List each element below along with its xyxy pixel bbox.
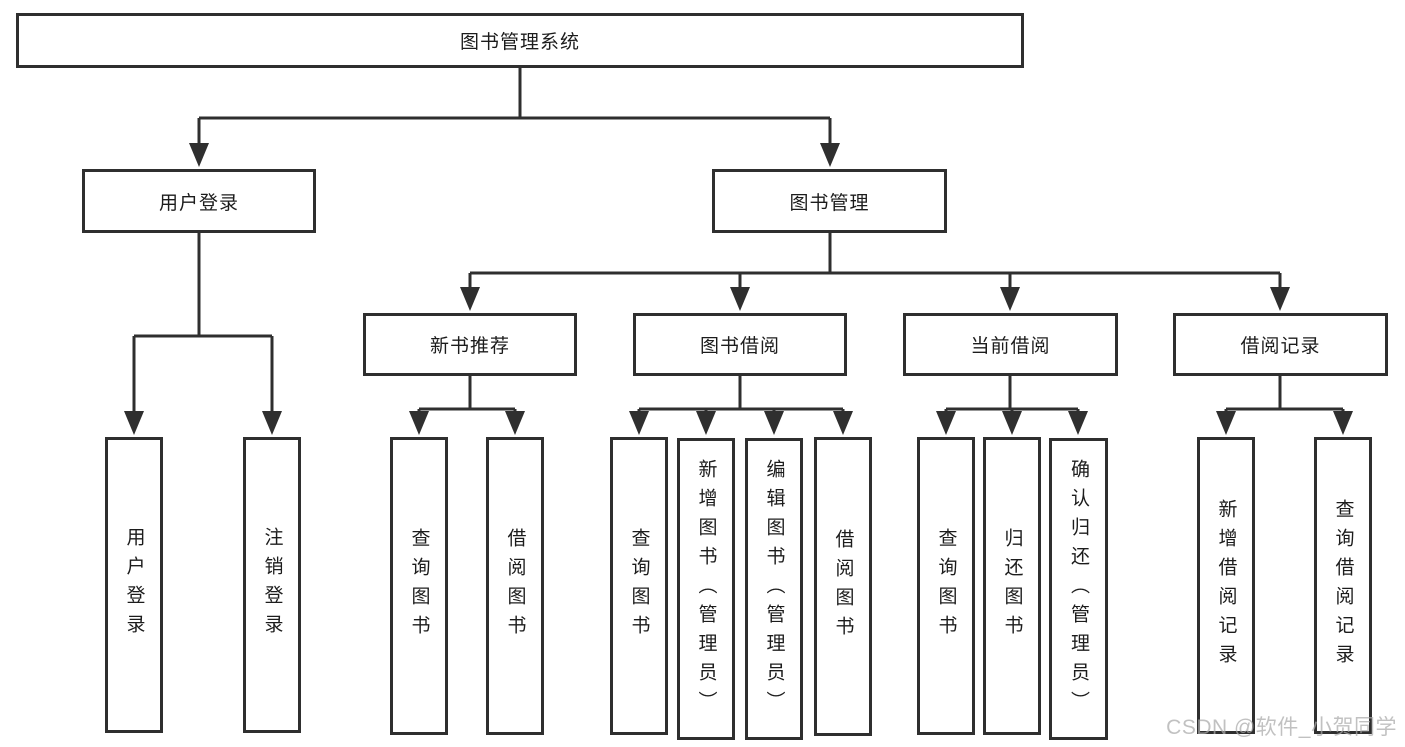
leaf-newrec-query-book: 查询图书 <box>390 437 448 735</box>
node-root-label: 图书管理系统 <box>459 32 580 53</box>
node-root-system: 图书管理系统 <box>16 13 1024 68</box>
node-user-login-label: 用户登录 <box>158 192 239 214</box>
leaf-current-query-book-label: 查询图书 <box>935 528 957 644</box>
leaf-record-query-record: 查询借阅记录 <box>1314 437 1372 734</box>
leaf-record-query-record-label: 查询借阅记录 <box>1332 498 1354 673</box>
node-book-management: 图书管理 <box>712 169 947 233</box>
leaf-borrow-query-book: 查询图书 <box>610 437 668 735</box>
leaf-current-query-book: 查询图书 <box>917 437 975 735</box>
leaf-borrow-edit-book-admin: 编辑图书（管理员） <box>745 438 803 740</box>
node-borrow-record: 借阅记录 <box>1173 313 1388 376</box>
leaf-logout-login: 注销登录 <box>243 437 301 733</box>
node-new-book-recommend: 新书推荐 <box>363 313 577 376</box>
leaf-logout-login-label: 注销登录 <box>261 527 283 643</box>
leaf-user-login-label: 用户登录 <box>123 527 145 643</box>
watermark: CSDN @软件_小贺同学 <box>1166 716 1397 739</box>
node-book-borrow-label: 图书借阅 <box>699 336 780 357</box>
leaf-user-login: 用户登录 <box>105 437 163 733</box>
leaf-record-add-record: 新增借阅记录 <box>1197 437 1255 734</box>
arrowheads <box>124 143 1353 435</box>
leaf-borrow-add-book-admin: 新增图书（管理员） <box>677 438 735 740</box>
leaf-borrow-query-book-label: 查询图书 <box>628 528 650 644</box>
node-book-borrow: 图书借阅 <box>633 313 847 376</box>
leaf-borrow-add-book-admin-label: 新增图书（管理员） <box>695 458 717 720</box>
leaf-newrec-borrow-book-label: 借阅图书 <box>504 528 526 644</box>
node-current-borrow-label: 当前借阅 <box>970 336 1051 357</box>
leaf-current-return-book-label: 归还图书 <box>1001 528 1023 644</box>
node-user-login: 用户登录 <box>82 169 316 233</box>
leaf-current-return-book: 归还图书 <box>983 437 1041 735</box>
node-borrow-record-label: 借阅记录 <box>1240 336 1321 357</box>
leaf-newrec-borrow-book: 借阅图书 <box>486 437 544 735</box>
node-book-management-label: 图书管理 <box>789 192 870 214</box>
leaf-record-add-record-label: 新增借阅记录 <box>1215 498 1237 673</box>
leaf-current-confirm-return-admin: 确认归还（管理员） <box>1049 438 1108 740</box>
leaf-borrow-borrow-book-label: 借阅图书 <box>832 528 854 645</box>
leaf-newrec-query-book-label: 查询图书 <box>408 528 430 644</box>
node-new-book-recommend-label: 新书推荐 <box>429 336 510 357</box>
leaf-borrow-edit-book-admin-label: 编辑图书（管理员） <box>763 458 785 720</box>
node-current-borrow: 当前借阅 <box>903 313 1118 376</box>
leaf-borrow-borrow-book: 借阅图书 <box>814 437 872 736</box>
leaf-current-confirm-return-admin-label: 确认归还（管理员） <box>1068 458 1089 720</box>
